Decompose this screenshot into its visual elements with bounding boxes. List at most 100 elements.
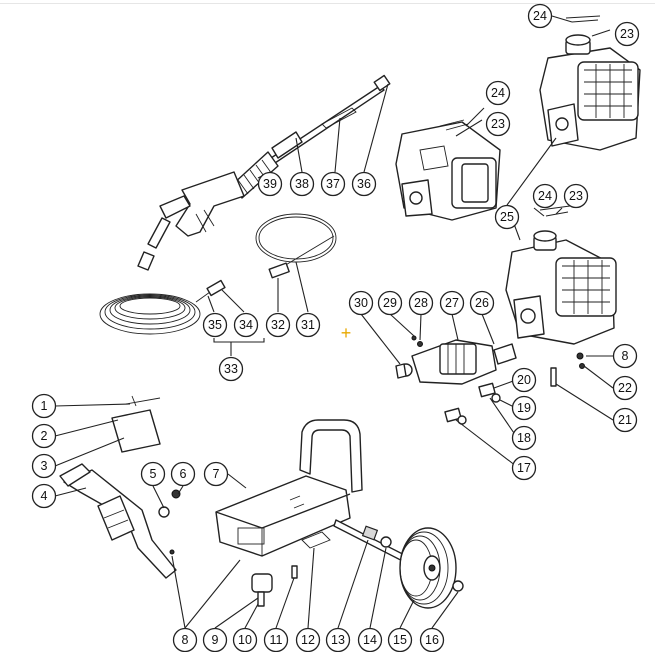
callout-14: 14 (357, 627, 383, 652)
svg-text:26: 26 (475, 296, 489, 310)
top-border-line (0, 3, 655, 4)
callout-9: 9 (202, 627, 228, 652)
wheel (399, 527, 464, 609)
callout-13: 13 (325, 627, 351, 652)
inlet-hose (255, 213, 337, 279)
svg-text:21: 21 (618, 413, 632, 427)
callout-28: 28 (408, 290, 434, 316)
svg-text:8: 8 (182, 633, 189, 647)
svg-text:2: 2 (41, 429, 48, 443)
callout-6: 6 (170, 461, 196, 487)
svg-text:6: 6 (180, 467, 187, 481)
pump-fittings (444, 382, 501, 425)
frame-hardware (158, 489, 392, 607)
svg-text:23: 23 (569, 189, 583, 203)
svg-text:13: 13 (331, 633, 345, 647)
callout-24-top: 24 (527, 3, 553, 29)
callout-31: 31 (295, 312, 321, 338)
svg-text:24: 24 (538, 189, 552, 203)
callout-11: 11 (263, 627, 289, 652)
wand-label-37 (321, 107, 357, 129)
engine-middle (395, 119, 501, 221)
svg-text:10: 10 (238, 633, 252, 647)
callout-38: 38 (289, 171, 315, 197)
svg-text:31: 31 (301, 318, 315, 332)
callout-8-right: 8 (612, 343, 638, 369)
callout-8-bottom: 8 (172, 627, 198, 652)
svg-text:34: 34 (239, 318, 253, 332)
callout-3: 3 (31, 453, 57, 479)
svg-text:29: 29 (383, 296, 397, 310)
svg-text:23: 23 (491, 117, 505, 131)
callout-36: 36 (351, 171, 377, 197)
callout-10: 10 (232, 627, 258, 652)
callout-23-middle: 23 (485, 111, 511, 137)
callout-7: 7 (203, 461, 229, 487)
svg-text:11: 11 (270, 633, 283, 647)
svg-text:22: 22 (618, 381, 632, 395)
callout-24-lower: 24 (532, 183, 558, 209)
cursor-crosshair-icon: + (340, 323, 352, 343)
svg-text:24: 24 (491, 86, 505, 100)
callout-1: 1 (31, 393, 57, 419)
callout-22: 22 (612, 375, 638, 401)
svg-text:28: 28 (414, 296, 428, 310)
svg-text:38: 38 (295, 177, 309, 191)
callout-17: 17 (511, 455, 537, 481)
spray-gun-assembly (137, 74, 391, 271)
label-plate (111, 409, 161, 453)
svg-text:19: 19 (517, 401, 531, 415)
svg-text:35: 35 (208, 318, 222, 332)
svg-text:30: 30 (354, 296, 368, 310)
callout-30: 30 (348, 290, 374, 316)
callout-26: 26 (469, 290, 495, 316)
callout-21: 21 (612, 407, 638, 433)
svg-text:39: 39 (263, 177, 277, 191)
engine-lower (505, 205, 617, 387)
callout-23-lower: 23 (563, 183, 589, 209)
callout-37: 37 (320, 171, 346, 197)
svg-text:32: 32 (271, 318, 285, 332)
callout-32: 32 (265, 312, 291, 338)
svg-text:25: 25 (500, 210, 514, 224)
svg-text:1: 1 (41, 399, 48, 413)
svg-text:14: 14 (363, 633, 377, 647)
callout-16: 16 (419, 627, 445, 652)
svg-text:4: 4 (41, 489, 48, 503)
hose-coil (99, 279, 226, 335)
callout-25: 25 (494, 204, 520, 230)
frame-base (59, 463, 431, 579)
svg-text:5: 5 (150, 467, 157, 481)
callout-20: 20 (511, 367, 537, 393)
svg-text:18: 18 (517, 431, 531, 445)
callout-15: 15 (387, 627, 413, 652)
svg-text:8: 8 (622, 349, 629, 363)
callout-27: 27 (439, 290, 465, 316)
callout-2: 2 (31, 423, 57, 449)
svg-text:3: 3 (41, 459, 48, 473)
engine-top-right (539, 15, 641, 151)
callout-12: 12 (295, 627, 321, 652)
callout-5: 5 (140, 461, 166, 487)
callout-19: 19 (511, 395, 537, 421)
callout-33: 33 (218, 356, 244, 382)
callout-35: 35 (202, 312, 228, 338)
svg-text:20: 20 (517, 373, 531, 387)
pump-assembly (395, 335, 517, 385)
callouts: 1 2 3 4 5 6 7 8 9 10 11 12 13 14 15 16 1… (31, 3, 640, 652)
callout-29: 29 (377, 290, 403, 316)
svg-text:17: 17 (517, 461, 531, 475)
bracket-1 (125, 395, 161, 407)
callout-34: 34 (233, 312, 259, 338)
callout-4: 4 (31, 483, 57, 509)
svg-text:15: 15 (393, 633, 407, 647)
svg-text:7: 7 (213, 467, 220, 481)
svg-text:9: 9 (212, 633, 219, 647)
callout-23-top: 23 (614, 21, 640, 47)
frame-handle (299, 419, 363, 493)
callout-39: 39 (257, 171, 283, 197)
svg-text:16: 16 (425, 633, 439, 647)
callout-18: 18 (511, 425, 537, 451)
svg-text:23: 23 (620, 27, 634, 41)
